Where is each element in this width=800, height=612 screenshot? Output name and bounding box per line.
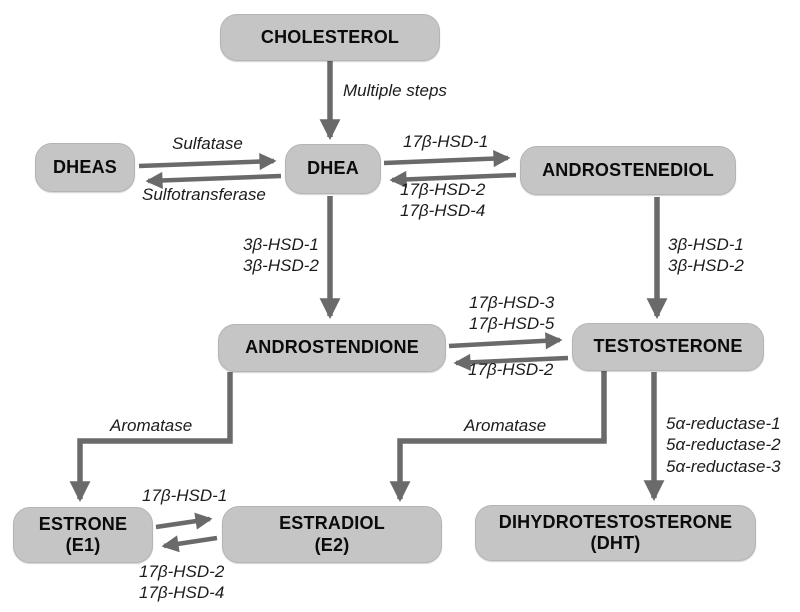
node-label: ANDROSTENDIONE bbox=[245, 337, 419, 358]
edge-label-17b-hsd-2-4-bottom: 17β-HSD-2 17β-HSD-4 bbox=[139, 562, 225, 603]
node-label: DHEAS bbox=[52, 156, 117, 177]
node-testosterone: TESTOSTERONE bbox=[572, 323, 764, 371]
edge-label-multiple-steps: Multiple steps bbox=[343, 81, 447, 100]
arrow-testosterone-to-androstendione bbox=[453, 353, 569, 371]
arrow-androstendione-to-estrone bbox=[69, 372, 233, 503]
arrow-androstendione-to-testosterone bbox=[448, 332, 563, 350]
edge-label-3b-hsd-right: 3β-HSD-1 3β-HSD-2 bbox=[668, 235, 744, 276]
node-dheas: DHEAS bbox=[35, 143, 135, 192]
edge-label-sulfotransferase: Sulfotransferase bbox=[142, 185, 266, 204]
edge-label-17b-hsd-1-top: 17β-HSD-1 bbox=[403, 132, 489, 151]
node-estradiol: ESTRADIOL (E2) bbox=[222, 506, 442, 563]
node-label: ANDROSTENEDIOL bbox=[542, 159, 714, 180]
node-estrone: ESTRONE (E1) bbox=[13, 507, 153, 563]
arrow-dhea-to-dheas bbox=[145, 171, 282, 189]
node-label: TESTOSTERONE bbox=[593, 336, 743, 357]
arrow-dhea-to-androstenediol bbox=[383, 150, 511, 168]
node-label: DHEA bbox=[307, 158, 359, 179]
edge-label-17b-hsd-1-bottom: 17β-HSD-1 bbox=[142, 486, 228, 505]
node-label: DIHYDROTESTOSTERONE bbox=[498, 511, 733, 532]
node-androstenediol: ANDROSTENEDIOL bbox=[520, 146, 736, 195]
edge-label-sulfatase: Sulfatase bbox=[172, 134, 243, 153]
node-sublabel: (E2) bbox=[314, 534, 350, 555]
node-androstendione: ANDROSTENDIONE bbox=[218, 324, 446, 372]
node-label: CHOLESTEROL bbox=[260, 26, 400, 47]
node-label: ESTRONE bbox=[38, 513, 128, 534]
node-cholesterol: CHOLESTEROL bbox=[220, 14, 440, 61]
arrow-androstenediol-to-dhea bbox=[389, 170, 517, 188]
node-label: ESTRADIOL bbox=[279, 513, 385, 534]
node-dht: DIHYDROTESTOSTERONE (DHT) bbox=[475, 505, 756, 561]
arrow-estrone-to-estradiol bbox=[155, 512, 213, 530]
edge-label-17b-hsd-3-5: 17β-HSD-3 17β-HSD-5 bbox=[469, 293, 555, 334]
edge-label-17b-hsd-2-mid: 17β-HSD-2 bbox=[468, 360, 554, 379]
arrow-estradiol-to-estrone bbox=[161, 535, 218, 553]
edge-label-aromatase-right: Aromatase bbox=[464, 416, 547, 435]
node-sublabel: (DHT) bbox=[590, 533, 641, 553]
arrow-testosterone-to-estradiol bbox=[389, 371, 607, 503]
node-sublabel: (E1) bbox=[65, 535, 101, 555]
edge-label-3b-hsd-left: 3β-HSD-1 3β-HSD-2 bbox=[243, 235, 319, 276]
edge-label-5a-reductase: 5α-reductase-1 5α-reductase-2 5α-reducta… bbox=[666, 414, 781, 476]
node-dhea: DHEA bbox=[285, 144, 381, 194]
edge-label-aromatase-left: Aromatase bbox=[110, 416, 193, 435]
edge-label-17b-hsd-2-4-top: 17β-HSD-2 17β-HSD-4 bbox=[400, 180, 486, 221]
arrow-dheas-to-dhea bbox=[138, 152, 277, 171]
